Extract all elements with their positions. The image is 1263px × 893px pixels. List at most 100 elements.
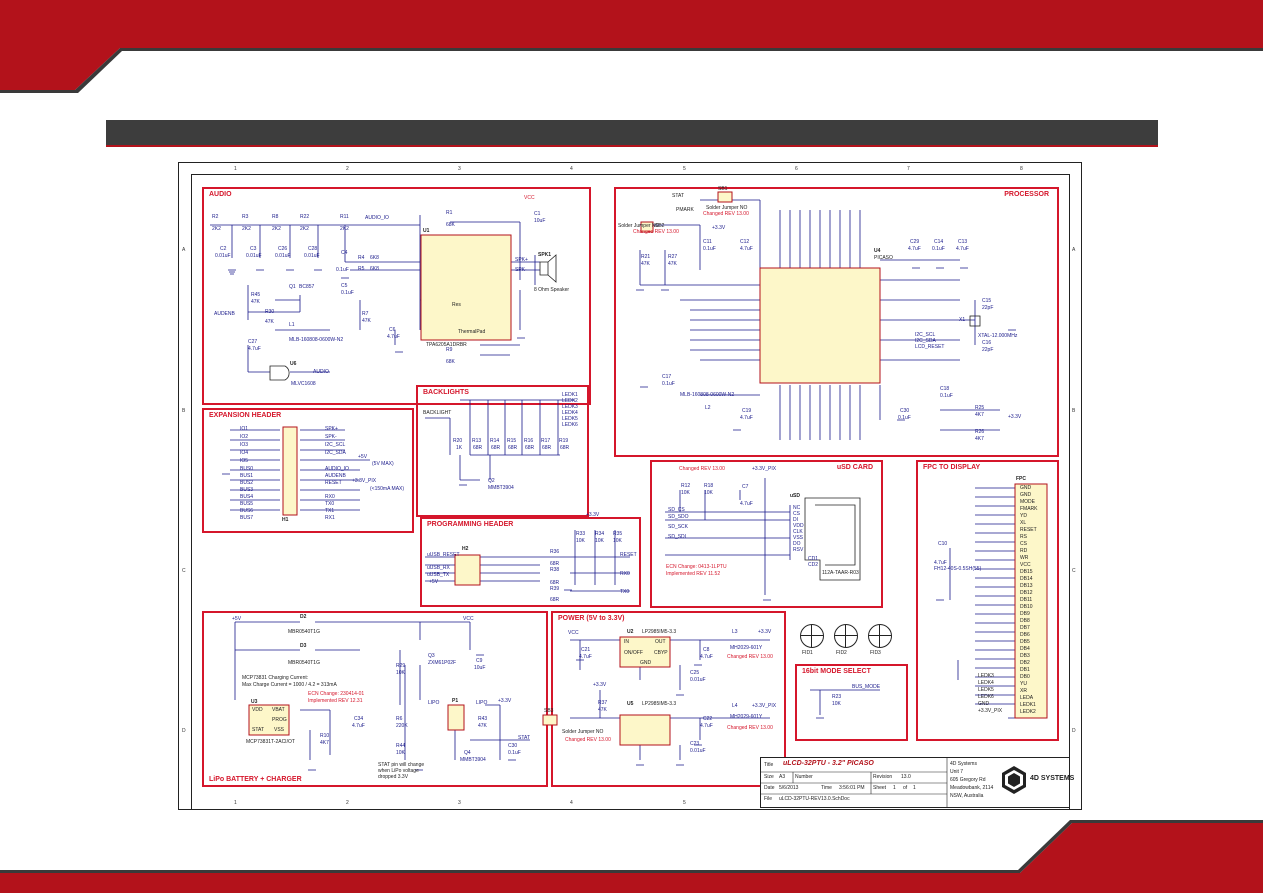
tb-date-label: Date xyxy=(764,785,775,791)
processor-label: 0.1uF xyxy=(703,246,716,252)
fpc-label: C10 xyxy=(938,541,948,547)
lipo-label: VDD xyxy=(252,707,263,713)
usd-label: VSS xyxy=(793,535,804,541)
programming-label: +5V xyxy=(429,579,439,585)
lipo-label: STAT xyxy=(518,735,531,741)
fpc-label: WR xyxy=(1020,555,1029,561)
fpc-label: DB2 xyxy=(1020,660,1030,666)
expansion-label: RESET xyxy=(325,480,342,486)
lipo-label: when LiPo voltage xyxy=(378,768,419,774)
backlights-label: LEDK3 xyxy=(562,404,578,410)
processor-label: LCD_RESET xyxy=(915,344,945,350)
fpc-label: LEDK2 xyxy=(1020,709,1036,715)
audio-label: ThermalPad xyxy=(458,329,486,335)
power-label: Solder Jumper NO xyxy=(562,729,604,735)
power-label: R37 xyxy=(598,700,608,706)
lipo-label: C9 xyxy=(476,658,483,664)
processor-label: 0.1uF xyxy=(940,393,953,399)
lipo-label: 10K xyxy=(396,750,405,756)
lipo-label: 0.1uF xyxy=(508,750,521,756)
expansion-label: BUS6 xyxy=(240,508,254,514)
fpc-label: RESET xyxy=(1020,527,1037,533)
col-1: 1 xyxy=(234,166,237,172)
audio-label: C6 xyxy=(389,327,396,333)
programming-label: R36 xyxy=(550,549,560,555)
backlights-label: 1K xyxy=(456,445,463,451)
audio-label: 68K xyxy=(446,222,455,228)
lipo-label: C34 xyxy=(354,716,364,722)
col-2-bottom: 2 xyxy=(346,800,349,806)
power-label: L3 xyxy=(732,629,738,635)
processor-label: 47K xyxy=(641,261,650,267)
processor-label: I2C_SCL xyxy=(915,332,936,338)
expansion-label: +5V xyxy=(358,454,368,460)
expansion-title: EXPANSION HEADER xyxy=(209,412,282,419)
audio-label: 0.01uF xyxy=(304,253,320,259)
lipo-label: U3 xyxy=(251,699,258,705)
fpc-label: DB10 xyxy=(1020,604,1033,610)
audio-label: BC857 xyxy=(299,284,315,290)
processor-label: 4.7uF xyxy=(908,246,921,252)
fpc-label: LEDA xyxy=(1020,695,1034,701)
usd-label: 112A-TAAR-R03 xyxy=(822,570,859,576)
fpc-label: MODE xyxy=(1020,499,1035,505)
fpc-label: DB0 xyxy=(1020,674,1030,680)
fpc-label: DB14 xyxy=(1020,576,1033,582)
power-label: C22 xyxy=(703,716,713,722)
audio-label: R1 xyxy=(446,210,453,216)
programming-label: 68R xyxy=(550,580,560,586)
expansion-label: (5V MAX) xyxy=(372,461,394,467)
usd-label: 4.7uF xyxy=(740,501,753,507)
lipo-label: D2 xyxy=(300,614,307,620)
expansion-label: IO2 xyxy=(240,434,249,440)
row-b: B xyxy=(182,408,186,414)
fpc-label: GND xyxy=(1020,492,1032,498)
usd-label: Implemented REV 11.52 xyxy=(666,571,721,577)
tb-time-label: Time xyxy=(821,785,832,791)
processor-label: Changed REV 13.00 xyxy=(703,211,749,217)
audio-label: R4 xyxy=(358,255,365,261)
programming-label: 68R xyxy=(550,561,560,567)
audio-label: R5 xyxy=(358,266,365,272)
backlights-label: 68R xyxy=(560,445,570,451)
lipo-label: ZXM61P02F xyxy=(428,660,457,666)
fpc-label: DB4 xyxy=(1020,646,1030,652)
expansion-label: H1 xyxy=(282,517,289,523)
lipo-label: Implemented REV 12.31 xyxy=(308,698,363,704)
col-8: 8 xyxy=(1020,166,1023,172)
usd-label: C7 xyxy=(742,484,749,490)
backlights-label: R15 xyxy=(507,438,517,444)
lipo-label: PROG xyxy=(272,717,287,723)
fpc-label: DB9 xyxy=(1020,611,1030,617)
expansion-label: RX0 xyxy=(325,494,335,500)
processor-label: Solder Jumper NO xyxy=(706,205,748,211)
fiducial-3-label: FID3 xyxy=(870,650,881,656)
row-d-right: D xyxy=(1072,728,1076,734)
lipo-label: VBAT xyxy=(272,707,285,713)
audio-label: C26 xyxy=(278,246,288,252)
backlights-label: 68R xyxy=(508,445,518,451)
lipo-label: MCP73831 Charging Current: xyxy=(242,675,309,681)
usd-label: 10K xyxy=(681,490,690,496)
audio-label: R8 xyxy=(272,214,279,220)
lipo-label: Q3 xyxy=(428,653,435,659)
processor-label: 4.7uF xyxy=(740,415,753,421)
row-d: D xyxy=(182,728,186,734)
programming-header-block: PROGRAMMING HEADER xyxy=(420,517,641,607)
lipo-label: C30 xyxy=(508,743,518,749)
mode-label: 10K xyxy=(832,701,841,707)
audio-label: MLB-160808-0600W-N2 xyxy=(289,337,344,343)
power-label: MH2029-601Y xyxy=(730,714,763,720)
lipo-label: LIPO xyxy=(428,700,440,706)
fpc-label: DB13 xyxy=(1020,583,1033,589)
fpc-label: DB8 xyxy=(1020,618,1030,624)
lipo-block: LiPo BATTERY + CHARGER xyxy=(202,611,548,787)
audio-label: 0.1uF xyxy=(341,290,354,296)
schematic-sheet xyxy=(178,162,1082,810)
lipo-label: dropped 3.3V xyxy=(378,774,409,780)
fpc-label: FH12-40S-0.5SH(55) xyxy=(934,566,982,572)
tb-company-line: 4D Systems xyxy=(950,761,977,767)
programming-label: R38 xyxy=(550,567,560,573)
audio-label: 47K xyxy=(265,319,274,325)
audio-label: 4.7uF xyxy=(387,334,400,340)
